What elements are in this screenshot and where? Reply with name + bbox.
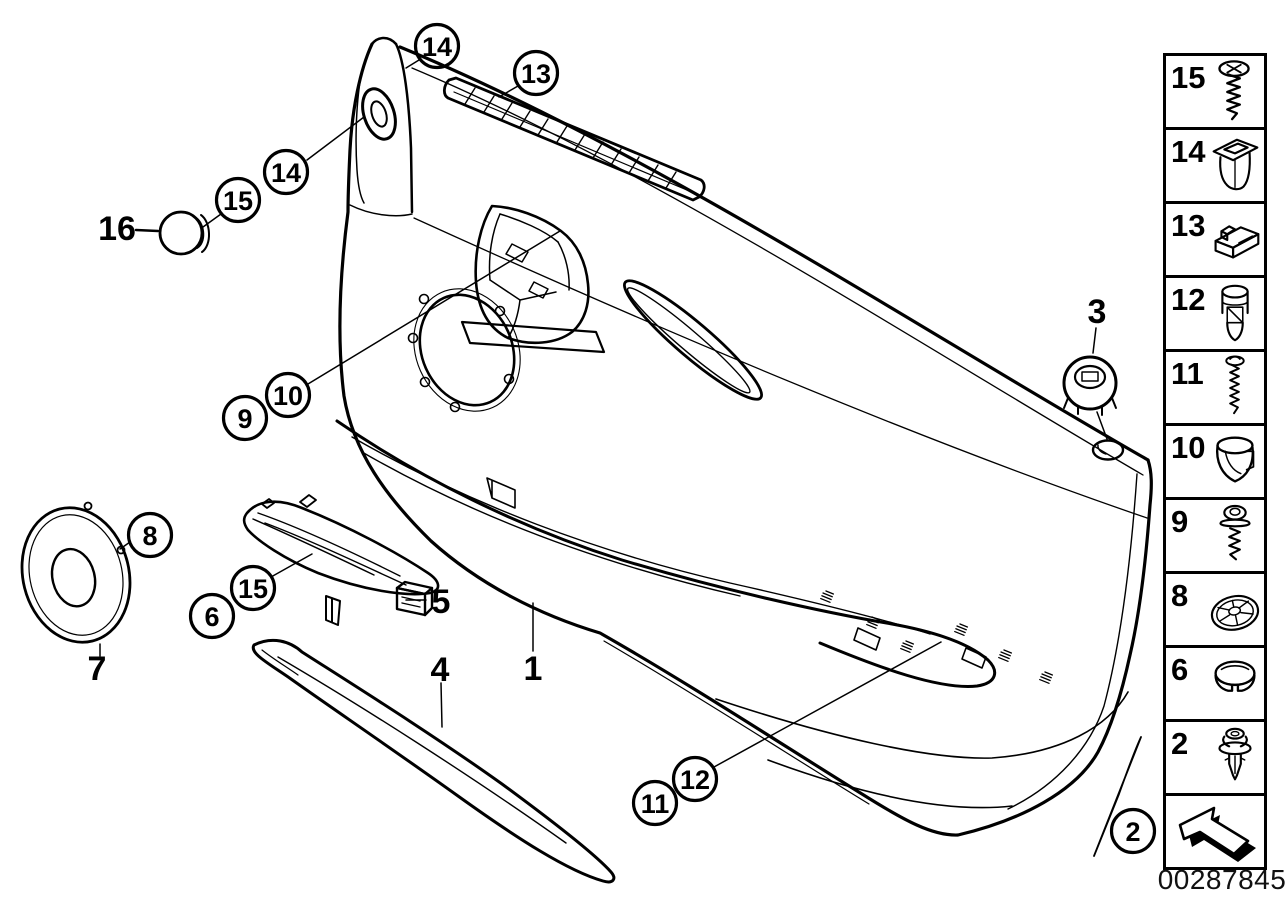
door-trim-panel-diagram: 14 13 14 15 16 10 9 — [20, 22, 1157, 884]
expansion-nut-icon — [1212, 138, 1259, 191]
callout-15-left[interactable]: 15 — [214, 176, 262, 224]
door-panel-outline — [338, 42, 1153, 837]
callout-15-lower[interactable]: 15 — [229, 564, 277, 612]
svg-text:12[interactable]: 12 — [680, 765, 710, 795]
callout-6[interactable]: 6 — [188, 592, 236, 640]
long-screw-icon — [1225, 355, 1245, 415]
clip-hatch-marks — [820, 590, 1054, 684]
callout-12[interactable]: 12 — [671, 755, 719, 803]
direction-sliver-arrow — [1093, 736, 1142, 857]
sidebar-part-13[interactable]: 13 — [1166, 201, 1264, 275]
label-3[interactable]: 3 — [1088, 293, 1107, 331]
svg-text:6[interactable]: 6 — [204, 602, 219, 632]
label-1[interactable]: 1 — [524, 650, 543, 688]
screw-with-washer-icon — [1219, 504, 1251, 561]
handle-trim-oval — [623, 279, 763, 401]
sidebar-part-14[interactable]: 14 — [1166, 127, 1264, 201]
callout-14-top[interactable]: 14 — [413, 22, 461, 70]
cover-grommet-icon — [1210, 594, 1260, 631]
pan-head-screw-icon — [1218, 60, 1250, 121]
sidebar-direction-arrow-cell[interactable] — [1166, 793, 1264, 867]
svg-text:15[interactable]: 15 — [238, 574, 268, 604]
svg-text:14[interactable]: 14 — [422, 32, 452, 62]
callout-8[interactable]: 8 — [126, 511, 174, 559]
snap-in-clip-icon — [1221, 284, 1249, 342]
sidebar-part-10[interactable]: 10 — [1166, 423, 1264, 497]
speaker-cover-part — [20, 501, 132, 644]
label-7[interactable]: 7 — [88, 650, 107, 688]
svg-text:11[interactable]: 11 — [641, 789, 670, 819]
label-4[interactable]: 4 — [431, 651, 450, 689]
callout-9[interactable]: 9 — [221, 394, 269, 442]
callout-13[interactable]: 13 — [512, 49, 560, 97]
door-speaker-opening — [407, 288, 521, 413]
sidebar-part-6[interactable]: 6 — [1166, 645, 1264, 719]
sill-grille-strip — [442, 76, 706, 202]
sidebar-part-9[interactable]: 9 — [1166, 497, 1264, 571]
svg-text:10[interactable]: 10 — [273, 381, 303, 411]
callout-11[interactable]: 11 — [631, 779, 679, 827]
svg-text:15[interactable]: 15 — [223, 186, 253, 216]
expansion-rivet-icon — [1218, 727, 1252, 781]
callout-14-left[interactable]: 14 — [262, 148, 310, 196]
leader-lines — [99, 59, 1108, 768]
sidebar-part-11[interactable]: 11 — [1166, 349, 1264, 423]
svg-text:2[interactable]: 2 — [1125, 817, 1140, 847]
direction-arrow-icon — [1178, 806, 1256, 862]
sidebar-part-2[interactable]: 2 — [1166, 719, 1264, 793]
sidebar-part-15[interactable]: 15 — [1166, 56, 1264, 127]
diagram-number: 00287845 — [1157, 864, 1287, 895]
switch-bezel — [460, 204, 606, 354]
svg-text:14[interactable]: 14 — [271, 158, 301, 188]
mirror-triangle-tweeter — [349, 36, 414, 217]
grommet-part-3 — [1062, 355, 1125, 461]
callout-2[interactable]: 2 — [1109, 807, 1157, 855]
armrest-part-4 — [251, 638, 616, 884]
label-16[interactable]: 16 — [98, 210, 136, 248]
callouts: 14 13 14 15 16 10 9 — [88, 22, 1157, 855]
callout-10[interactable]: 10 — [264, 371, 312, 419]
sidebar-part-12[interactable]: 12 — [1166, 275, 1264, 349]
armrest-pocket-contours — [335, 419, 1129, 809]
svg-text:9[interactable]: 9 — [237, 404, 252, 434]
svg-text:8[interactable]: 8 — [142, 521, 157, 551]
holder-clip-icon — [1216, 436, 1255, 483]
svg-text:13[interactable]: 13 — [521, 59, 551, 89]
fastener-thumbnail-column: 15 14 13 — [1163, 53, 1267, 870]
sidebar-part-8[interactable]: 8 — [1166, 571, 1264, 645]
connector-part-5 — [395, 580, 434, 617]
door-pull-bracket-part — [242, 494, 440, 626]
retaining-clip-icon — [1214, 225, 1260, 259]
blanking-cap-part-16 — [134, 210, 210, 256]
label-5[interactable]: 5 — [432, 583, 451, 621]
plug-cap-icon — [1214, 660, 1256, 692]
